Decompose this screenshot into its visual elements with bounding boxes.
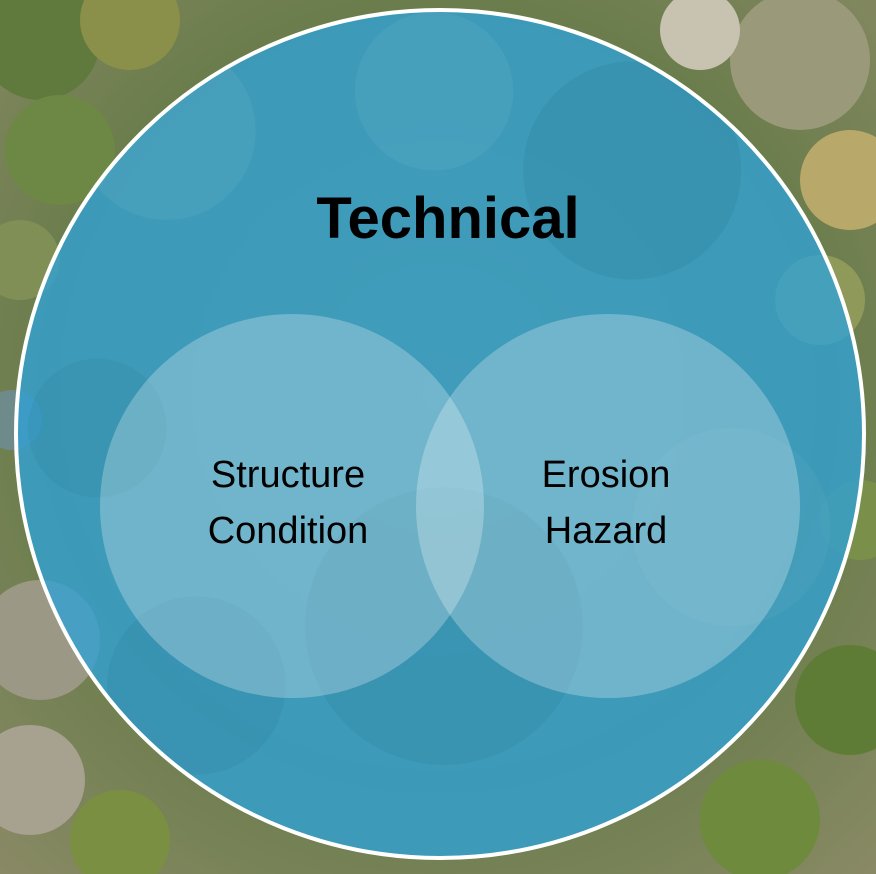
technical-outer-circle: Technical bbox=[14, 8, 866, 860]
structure-condition-line-1: Structure bbox=[210, 454, 366, 496]
tree-canopy-texture bbox=[27, 12, 831, 775]
erosion-hazard-label: Erosion Hazard bbox=[456, 447, 756, 559]
erosion-hazard-circle bbox=[416, 314, 800, 698]
erosion-hazard-line-1: Erosion bbox=[541, 454, 671, 496]
structure-condition-line-2: Condition bbox=[207, 510, 369, 552]
erosion-hazard-line-2: Hazard bbox=[544, 510, 668, 552]
structure-condition-label: Structure Condition bbox=[138, 447, 438, 559]
diagram-title: Technical bbox=[316, 186, 580, 251]
structure-condition-circle bbox=[100, 314, 484, 698]
